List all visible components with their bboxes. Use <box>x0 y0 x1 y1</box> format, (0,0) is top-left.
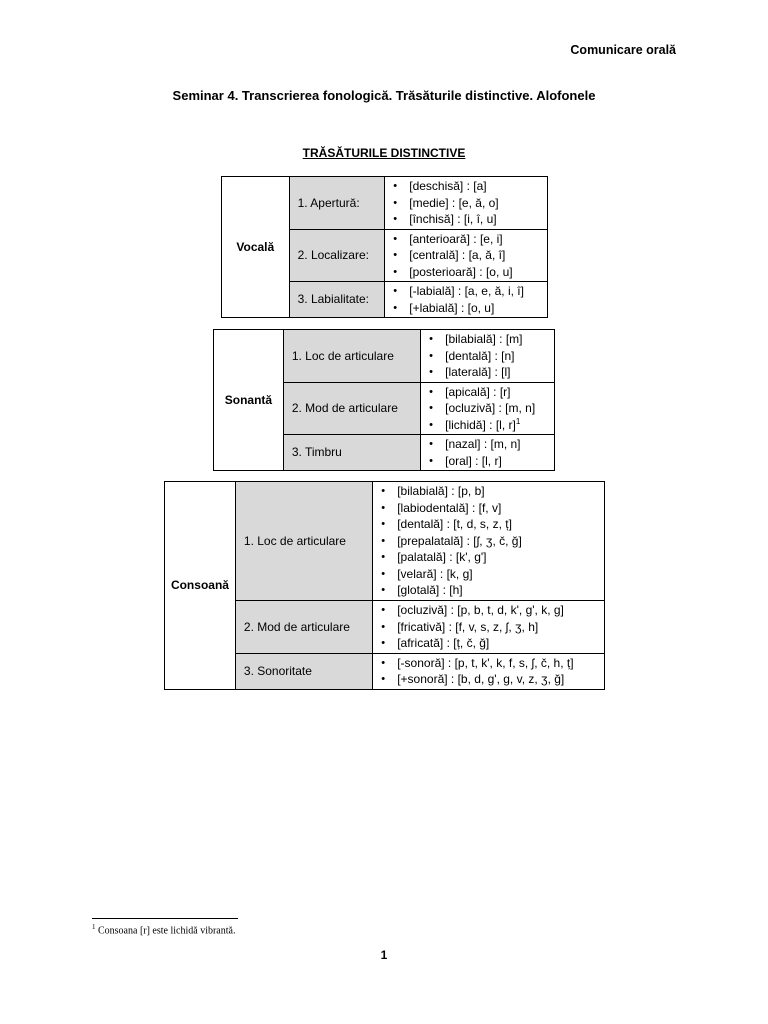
value-item: [anterioară] : [e, i] <box>393 231 543 248</box>
category-cell: Consoană <box>164 481 236 690</box>
value-item: [bilabială] : [m] <box>429 331 550 348</box>
values-cell: [-sonoră] : [p, t, k', k, f, s, ʃ, č, h,… <box>372 652 605 690</box>
footnote-separator <box>92 918 238 919</box>
category-cell: Sonantă <box>213 329 284 471</box>
section-heading: TRĂSĂTURILE DISTINCTIVE <box>302 146 466 160</box>
value-item: [închisă] : [i, î, u] <box>393 211 543 228</box>
value-item: [dentală] : [n] <box>429 348 550 365</box>
value-item: [posterioară] : [o, u] <box>393 264 543 281</box>
value-item: [lichidă] : [l, r]1 <box>429 417 550 434</box>
value-item: [fricativă] : [f, v, s, z, ʃ, ʒ, h] <box>381 619 600 636</box>
vowel-features-table: Vocală 1. Apertură: [deschisă] : [a] [me… <box>221 176 548 318</box>
feature-cell: 2. Mod de articulare <box>234 600 374 654</box>
footnote-marker: 1 <box>92 923 96 931</box>
value-item: [ocluzivă] : [p, b, t, d, k', g', k, g] <box>381 602 600 619</box>
value-item: [+labială] : [o, u] <box>393 300 543 317</box>
value-item: [glotală] : [h] <box>381 582 600 599</box>
value-item: [centrală] : [a, ă, î] <box>393 247 543 264</box>
footnote: 1 Consoana [r] este lichidă vibrantă. <box>92 923 235 936</box>
value-item: [africată] : [ț, č, ğ] <box>381 635 600 652</box>
value-item: [medie] : [e, ă, o] <box>393 195 543 212</box>
feature-cell: 1. Apertură: <box>288 176 386 230</box>
values-cell: [anterioară] : [e, i] [centrală] : [a, ă… <box>384 228 548 282</box>
page-number: 1 <box>380 948 388 962</box>
values-cell: [-labială] : [a, e, ă, i, î] [+labială] … <box>384 281 548 318</box>
document-title: Seminar 4. Transcrierea fonologică. Trăs… <box>172 88 596 103</box>
value-item: [-labială] : [a, e, ă, i, î] <box>393 283 543 300</box>
value-item: [labiodentală] : [f, v] <box>381 500 600 517</box>
feature-cell: 3. Sonoritate <box>234 652 374 690</box>
values-cell: [ocluzivă] : [p, b, t, d, k', g', k, g] … <box>372 600 605 654</box>
feature-cell: 1. Loc de articulare <box>234 481 374 601</box>
value-item: [deschisă] : [a] <box>393 178 543 195</box>
value-item: [prepalatală] : [ʃ, ʒ, č, ğ] <box>381 533 600 550</box>
feature-cell: 1. Loc de articulare <box>282 329 422 383</box>
value-item: [ocluzivă] : [m, n] <box>429 400 550 417</box>
category-cell: Vocală <box>221 176 290 318</box>
value-item: [velară] : [k, g] <box>381 566 600 583</box>
feature-cell: 3. Labialitate: <box>288 281 386 318</box>
value-item: [dentală] : [t, d, s, z, ț] <box>381 516 600 533</box>
sonant-features-table: Sonantă 1. Loc de articulare [bilabială]… <box>213 329 555 471</box>
feature-cell: 3. Timbru <box>282 434 422 471</box>
values-cell: [bilabială] : [m] [dentală] : [n] [later… <box>420 329 555 383</box>
values-cell: [nazal] : [m, n] [oral] : [l, r] <box>420 434 555 471</box>
values-cell: [bilabială] : [p, b] [labiodentală] : [f… <box>372 481 605 601</box>
value-item: [oral] : [l, r] <box>429 453 550 470</box>
value-item: [apicală] : [r] <box>429 384 550 401</box>
value-item: [+sonoră] : [b, d, g', g, v, z, ʒ, ğ] <box>381 671 600 688</box>
footnote-reference: 1 <box>515 416 521 426</box>
value-item: [bilabială] : [p, b] <box>381 483 600 500</box>
feature-cell: 2. Localizare: <box>288 228 386 282</box>
values-cell: [deschisă] : [a] [medie] : [e, ă, o] [în… <box>384 176 548 230</box>
value-item: [nazal] : [m, n] <box>429 436 550 453</box>
values-cell: [apicală] : [r] [ocluzivă] : [m, n] [lic… <box>420 381 555 435</box>
consonant-features-table: Consoană 1. Loc de articulare [bilabială… <box>164 481 605 690</box>
value-text: [lichidă] : [l, r] <box>445 417 516 432</box>
footnote-text: Consoana [r] este lichidă vibrantă. <box>98 925 236 937</box>
value-item: [laterală] : [l] <box>429 364 550 381</box>
running-header: Comunicare orală <box>570 43 676 57</box>
value-item: [-sonoră] : [p, t, k', k, f, s, ʃ, č, h,… <box>381 655 600 672</box>
value-item: [palatală] : [k', g'] <box>381 549 600 566</box>
feature-cell: 2. Mod de articulare <box>282 381 422 435</box>
